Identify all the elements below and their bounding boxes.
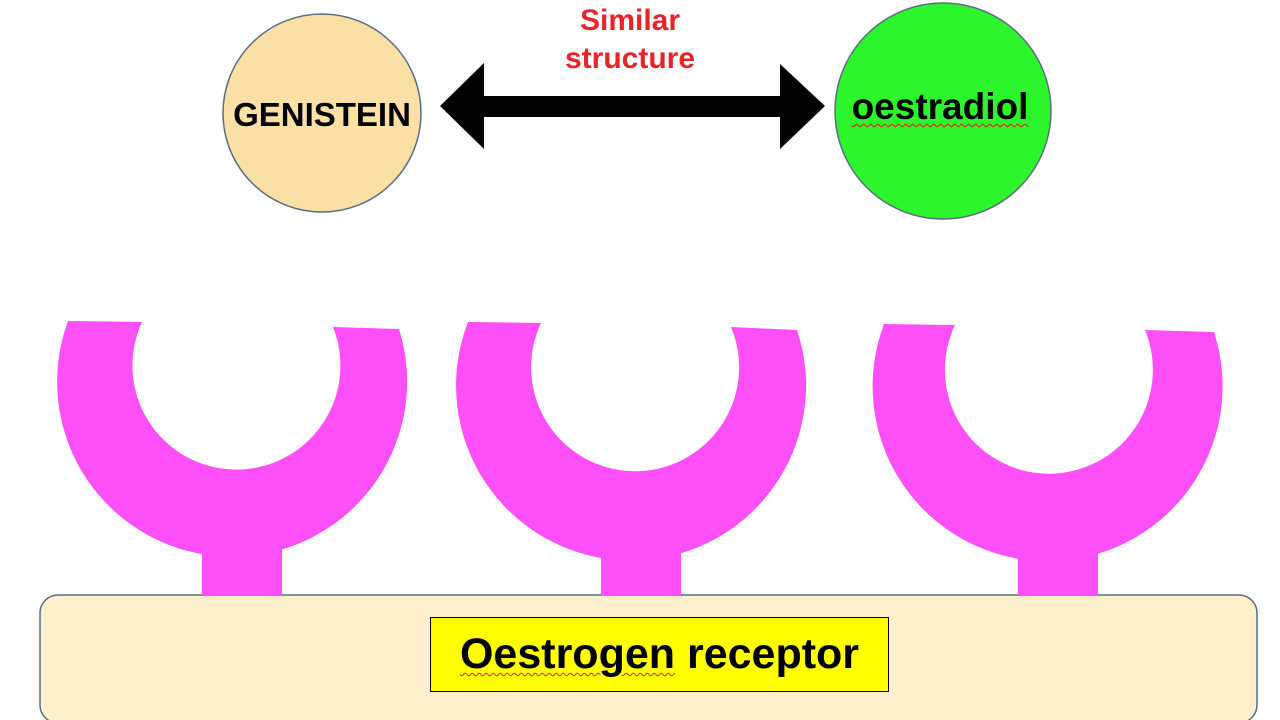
receptor-cup	[57, 321, 408, 557]
receptor-label-rest: receptor	[675, 630, 860, 678]
similar-label-line-2: structure	[564, 41, 696, 75]
genistein-label: GENISTEIN	[233, 96, 411, 133]
oestradiol-label: oestradiol	[832, 84, 1048, 130]
receptor-label-word: Oestrogen	[459, 630, 676, 678]
receptor-site-1	[57, 321, 408, 596]
double-headed-arrow	[440, 63, 825, 149]
genistein-circle	[222, 13, 422, 213]
oestrogen-receptor-label: Oestrogen receptor	[460, 630, 859, 679]
receptor-site-3	[872, 324, 1223, 596]
similar-label-line-1: Similar	[579, 4, 681, 37]
receptor-cup	[872, 324, 1223, 562]
similar-structure-label: Similar structure	[540, 2, 720, 77]
receptor-cup	[456, 322, 807, 561]
oestradiol-circle	[834, 2, 1052, 220]
oestradiol-label-text: oestradiol	[851, 86, 1029, 127]
receptor-site-2	[456, 322, 807, 596]
oestrogen-receptor-label-box: Oestrogen receptor	[430, 617, 889, 692]
